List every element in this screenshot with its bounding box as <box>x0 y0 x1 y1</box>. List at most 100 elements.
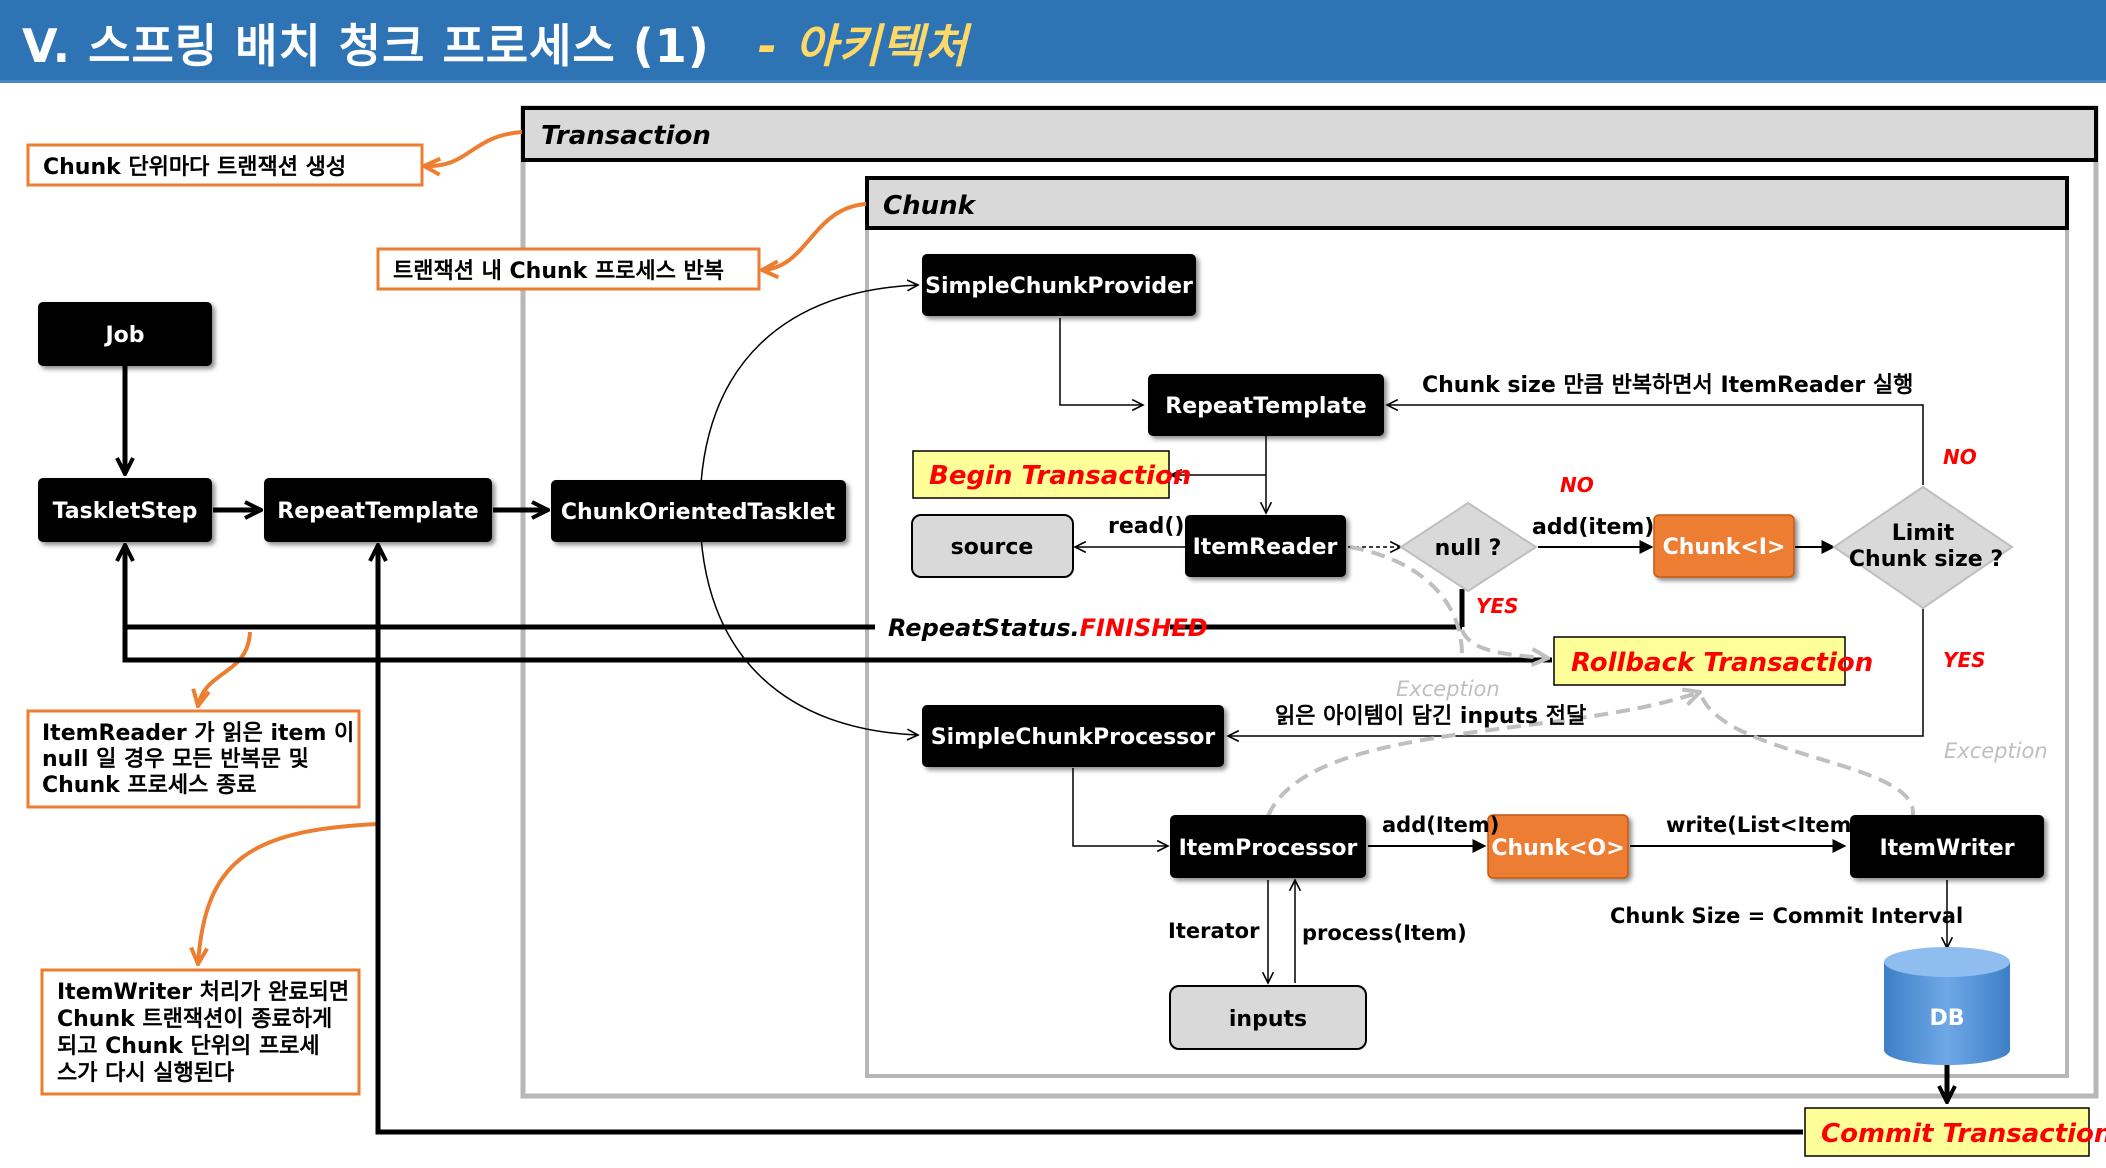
node-chunk-oriented-tasklet-box <box>551 480 846 542</box>
begin-transaction-label: Begin Transaction <box>929 461 1191 491</box>
node-item-reader[interactable]: ItemReader <box>1185 515 1346 577</box>
label-inputs-transfer: 읽은 아이템이 담긴 inputs 전달 <box>1275 704 1586 729</box>
node-source-box <box>911 514 1074 578</box>
node-job[interactable]: Job <box>38 302 212 366</box>
callout-writer-done: ItemWriter 처리가 완료되면 Chunk 트랜잭션이 종료하게 되고 … <box>40 822 379 1096</box>
callout-writer-done-box <box>40 968 361 1096</box>
node-chunk-i-label: Chunk<I> <box>1663 535 1786 560</box>
rollback-return-line <box>122 545 1552 663</box>
node-repeat-template-inner-box <box>1148 374 1384 436</box>
callout-reader-null-line3: Chunk 프로세스 종료 <box>42 773 257 798</box>
node-limit-check-line2: Chunk size ? <box>1849 547 2003 572</box>
node-chunk-o-box <box>1487 814 1629 879</box>
callout-reader-null-box <box>26 709 361 809</box>
repeat-status-bg <box>876 607 1168 647</box>
node-job-label: Job <box>103 323 144 348</box>
node-chunk-oriented-tasklet[interactable]: ChunkOrientedTasklet <box>551 480 846 542</box>
node-simple-chunk-processor[interactable]: SimpleChunkProcessor <box>922 705 1224 767</box>
callout-writer-done-arrow <box>198 822 379 964</box>
commit-return-line <box>378 545 1803 1135</box>
label-no-limit: NO <box>1943 445 1977 469</box>
slide-title-text: V. 스프링 배치 청크 프로세스 (1) <box>22 19 710 73</box>
exception-processor-path <box>1266 692 1700 817</box>
node-limit-check[interactable]: Limit Chunk size ? <box>1832 485 2014 610</box>
callout-repeat-chunk: 트랜잭션 내 Chunk 프로세스 반복 <box>376 202 867 291</box>
callout-reader-null: ItemReader 가 읽은 item 이 null 일 경우 모든 반복문 … <box>26 631 361 809</box>
label-no-null: NO <box>1560 473 1594 497</box>
node-tasklet-step[interactable]: TaskletStep <box>38 478 212 542</box>
node-item-reader-box <box>1185 515 1346 577</box>
callout-repeat-chunk-text: 트랜잭션 내 Chunk 프로세스 반복 <box>393 259 724 284</box>
node-simple-chunk-processor-label: SimpleChunkProcessor <box>931 725 1216 750</box>
node-item-writer[interactable]: ItemWriter <box>1850 815 2044 878</box>
callout-reader-null-line1: ItemReader 가 읽은 item 이 <box>42 721 354 746</box>
label-yes-null: YES <box>1476 594 1519 618</box>
node-source[interactable]: source <box>911 514 1074 578</box>
callout-repeat-chunk-box <box>376 247 761 291</box>
node-inputs-box <box>1169 985 1367 1050</box>
tasklet-to-provider-arc <box>699 285 918 511</box>
rollback-transaction: Rollback Transaction <box>1553 636 1873 686</box>
tasklet-to-processor-arc <box>699 509 918 735</box>
node-simple-chunk-provider-box <box>922 254 1196 316</box>
rollback-transaction-label: Rollback Transaction <box>1571 648 1873 678</box>
node-item-writer-box <box>1850 815 2044 878</box>
node-repeat-template-outer[interactable]: RepeatTemplate <box>264 478 492 542</box>
provider-to-repeat <box>1059 318 1143 405</box>
header-divider <box>0 80 2106 83</box>
node-repeat-template-inner-label: RepeatTemplate <box>1165 394 1366 419</box>
node-null-check[interactable]: null ? <box>1399 501 1538 593</box>
begin-transaction: Begin Transaction <box>912 450 1191 499</box>
label-repeat-reader: Chunk size 만큼 반복하면서 ItemReader 실행 <box>1422 373 1913 398</box>
node-db-top <box>1884 947 2010 977</box>
exception-null-path <box>1349 545 1464 656</box>
slide-title: V. 스프링 배치 청크 프로세스 (1)- 아키텍처 <box>22 10 968 76</box>
node-null-check-label: null ? <box>1435 536 1502 561</box>
callout-reader-null-arrow <box>198 631 252 706</box>
label-exception-right: Exception <box>1944 739 2048 763</box>
node-repeat-template-outer-label: RepeatTemplate <box>277 499 478 524</box>
commit-transaction: Commit Transaction <box>1804 1107 2106 1157</box>
rollback-transaction-box <box>1553 636 1846 686</box>
label-commit-interval: Chunk Size = Commit Interval <box>1610 904 1963 928</box>
repeat-status-label: RepeatStatus.FINISHED <box>888 614 1208 642</box>
node-tasklet-step-label: TaskletStep <box>53 499 198 524</box>
node-simple-chunk-provider-label: SimpleChunkProvider <box>925 274 1193 299</box>
processor-to-itemprocessor <box>1072 768 1168 846</box>
begin-transaction-box <box>912 450 1170 499</box>
node-chunk-o[interactable]: Chunk<O> <box>1487 814 1629 879</box>
chunk-label: Chunk <box>883 191 977 221</box>
node-item-writer-label: ItemWriter <box>1879 836 2014 861</box>
exception-to-rollback-left <box>1460 629 1548 658</box>
node-simple-chunk-processor-box <box>922 705 1224 767</box>
node-item-reader-label: ItemReader <box>1193 535 1338 560</box>
node-item-processor[interactable]: ItemProcessor <box>1170 815 1366 878</box>
transaction-header <box>521 106 2098 162</box>
callout-chunk-tx-text: Chunk 단위마다 트랜잭션 생성 <box>43 155 346 180</box>
exception-paths <box>1266 545 1915 821</box>
node-inputs[interactable]: inputs <box>1169 985 1367 1050</box>
label-iterator: Iterator <box>1168 919 1260 943</box>
node-chunk-oriented-tasklet-label: ChunkOrientedTasklet <box>561 500 836 525</box>
node-chunk-o-label: Chunk<O> <box>1491 836 1624 861</box>
node-simple-chunk-provider[interactable]: SimpleChunkProvider <box>922 254 1196 316</box>
label-add-item: add(item) <box>1532 515 1654 540</box>
repeat-status-value: FINISHED <box>1080 614 1208 642</box>
node-db-body <box>1884 962 2010 1065</box>
callout-chunk-tx-arrow <box>424 130 523 166</box>
node-item-processor-box <box>1170 815 1366 878</box>
label-process-item: process(Item) <box>1302 921 1467 945</box>
node-chunk-i[interactable]: Chunk<I> <box>1653 514 1795 578</box>
label-yes-limit: YES <box>1943 648 1986 672</box>
node-tasklet-step-box <box>38 478 212 542</box>
node-db[interactable]: DB <box>1884 947 2010 1065</box>
label-add-item-proc: add(Item) <box>1382 813 1499 837</box>
node-repeat-template-inner[interactable]: RepeatTemplate <box>1148 374 1384 436</box>
callout-writer-done-line2: Chunk 트랜잭션이 종료하게 <box>57 1007 332 1032</box>
left-connectors <box>122 366 1803 1135</box>
transaction-container: Transaction <box>520 105 2099 1099</box>
callout-writer-done-line4: 스가 다시 실행된다 <box>57 1061 235 1086</box>
chunk-header <box>865 176 2069 230</box>
